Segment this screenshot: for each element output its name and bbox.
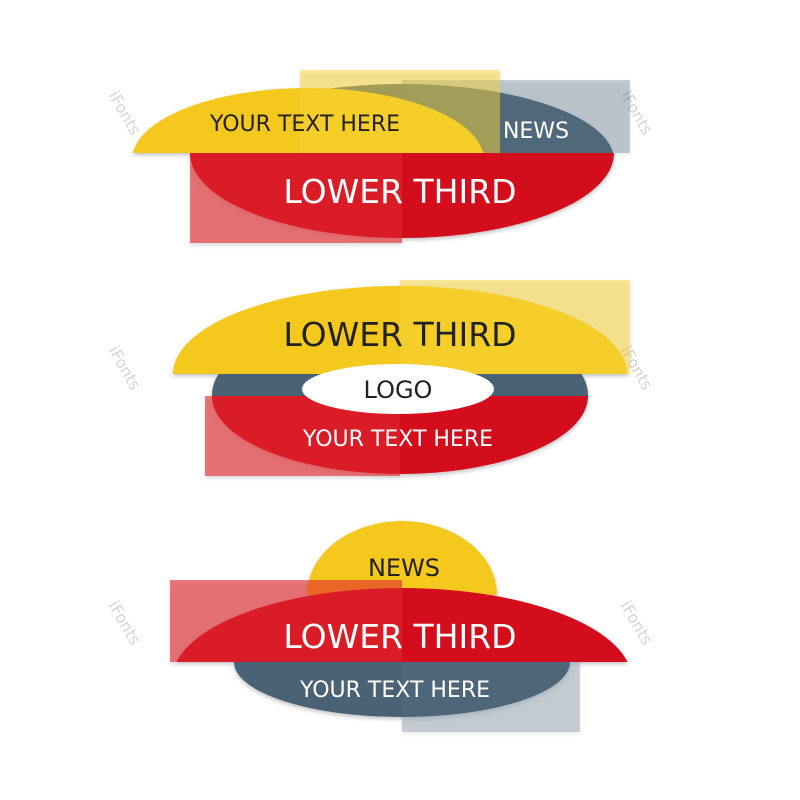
banner-3-main-text: LOWER THIRD	[283, 617, 516, 656]
banner-1-tag: NEWS	[503, 119, 569, 144]
banner-3	[170, 521, 628, 732]
banner-2-main-text: LOWER THIRD	[283, 315, 516, 354]
banner-2-logo-text: LOGO	[364, 376, 433, 404]
banner-1-top-text: YOUR TEXT HERE	[209, 112, 400, 137]
banner-1-main-text: LOWER THIRD	[283, 172, 516, 211]
banner-2	[173, 280, 630, 476]
watermark: iFonts	[105, 343, 145, 394]
watermark: iFonts	[105, 88, 145, 139]
banner-3-tag: NEWS	[368, 554, 440, 582]
watermark: iFonts	[105, 598, 145, 649]
watermark: iFonts	[617, 598, 657, 649]
banner-1	[132, 70, 630, 243]
banner-2-bottom-text: YOUR TEXT HERE	[302, 427, 493, 452]
banner-3-bottom-text: YOUR TEXT HERE	[299, 678, 490, 703]
